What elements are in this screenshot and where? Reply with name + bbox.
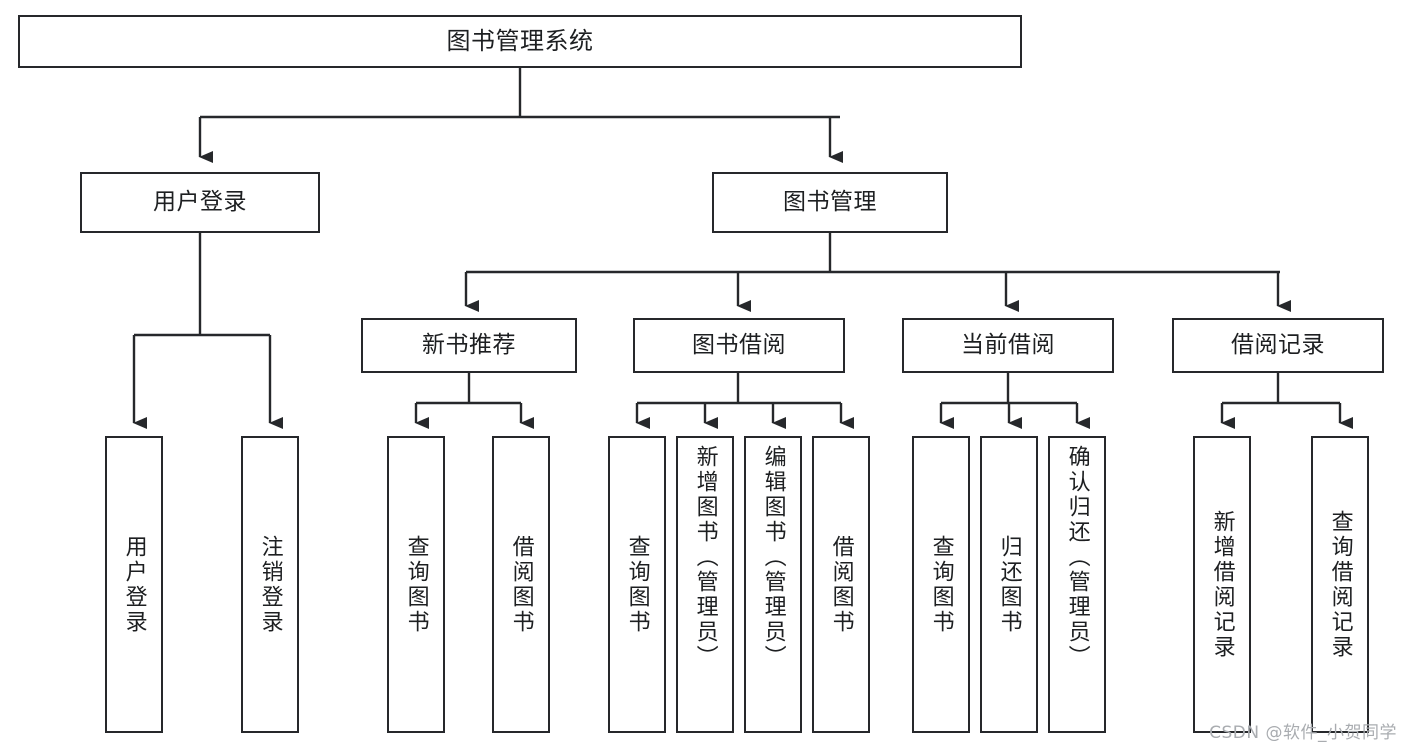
- node-leaf-borrow-book-label: 借阅图书: [828, 534, 854, 635]
- node-leaf-add-borrow-record-label: 新增借阅记录: [1209, 509, 1235, 660]
- node-borrow-record[interactable]: 借阅记录: [1172, 318, 1384, 373]
- node-leaf-return-book[interactable]: 归还图书: [980, 436, 1038, 733]
- node-leaf-borrow-book-recommend[interactable]: 借阅图书: [492, 436, 550, 733]
- node-leaf-edit-book[interactable]: 编辑图书（管理员）: [744, 436, 802, 733]
- node-leaf-logout[interactable]: 注销登录: [241, 436, 299, 733]
- node-leaf-query-book-recommend[interactable]: 查询图书: [387, 436, 445, 733]
- node-leaf-confirm-return[interactable]: 确认归还（管理员）: [1048, 436, 1106, 733]
- node-current-borrow-label: 当前借阅: [961, 331, 1055, 358]
- node-leaf-return-book-label: 归还图书: [996, 534, 1022, 635]
- node-leaf-query-book-current[interactable]: 查询图书: [912, 436, 970, 733]
- node-leaf-edit-book-label: 编辑图书（管理员）: [760, 445, 786, 670]
- node-book-borrow[interactable]: 图书借阅: [633, 318, 845, 373]
- node-leaf-add-borrow-record[interactable]: 新增借阅记录: [1193, 436, 1251, 733]
- node-leaf-query-book-current-label: 查询图书: [928, 534, 954, 635]
- node-root-book-management-system[interactable]: 图书管理系统: [18, 15, 1022, 68]
- node-user-login-label: 用户登录: [153, 188, 247, 215]
- node-leaf-user-login[interactable]: 用户登录: [105, 436, 163, 733]
- node-current-borrow[interactable]: 当前借阅: [902, 318, 1114, 373]
- node-leaf-confirm-return-label: 确认归还（管理员）: [1064, 445, 1090, 670]
- node-root-label: 图书管理系统: [446, 27, 594, 56]
- node-leaf-logout-label: 注销登录: [257, 534, 283, 635]
- node-book-borrow-label: 图书借阅: [692, 331, 786, 358]
- node-leaf-query-borrow-record[interactable]: 查询借阅记录: [1311, 436, 1369, 733]
- node-user-login[interactable]: 用户登录: [80, 172, 320, 233]
- node-leaf-query-borrow-record-label: 查询借阅记录: [1327, 509, 1353, 660]
- node-new-book-recommend-label: 新书推荐: [422, 331, 516, 358]
- node-leaf-query-book-borrow-label: 查询图书: [624, 534, 650, 635]
- node-leaf-user-login-label: 用户登录: [121, 534, 147, 635]
- node-borrow-record-label: 借阅记录: [1231, 331, 1325, 358]
- node-leaf-add-book-label: 新增图书（管理员）: [692, 445, 718, 670]
- watermark: CSDN @软件_小贺同学: [1209, 723, 1397, 743]
- node-leaf-query-book-recommend-label: 查询图书: [403, 534, 429, 635]
- node-leaf-query-book-borrow[interactable]: 查询图书: [608, 436, 666, 733]
- node-leaf-borrow-book[interactable]: 借阅图书: [812, 436, 870, 733]
- node-leaf-add-book[interactable]: 新增图书（管理员）: [676, 436, 734, 733]
- node-book-management[interactable]: 图书管理: [712, 172, 948, 233]
- node-leaf-borrow-book-recommend-label: 借阅图书: [508, 534, 534, 635]
- node-new-book-recommend[interactable]: 新书推荐: [361, 318, 577, 373]
- node-book-management-label: 图书管理: [783, 188, 877, 215]
